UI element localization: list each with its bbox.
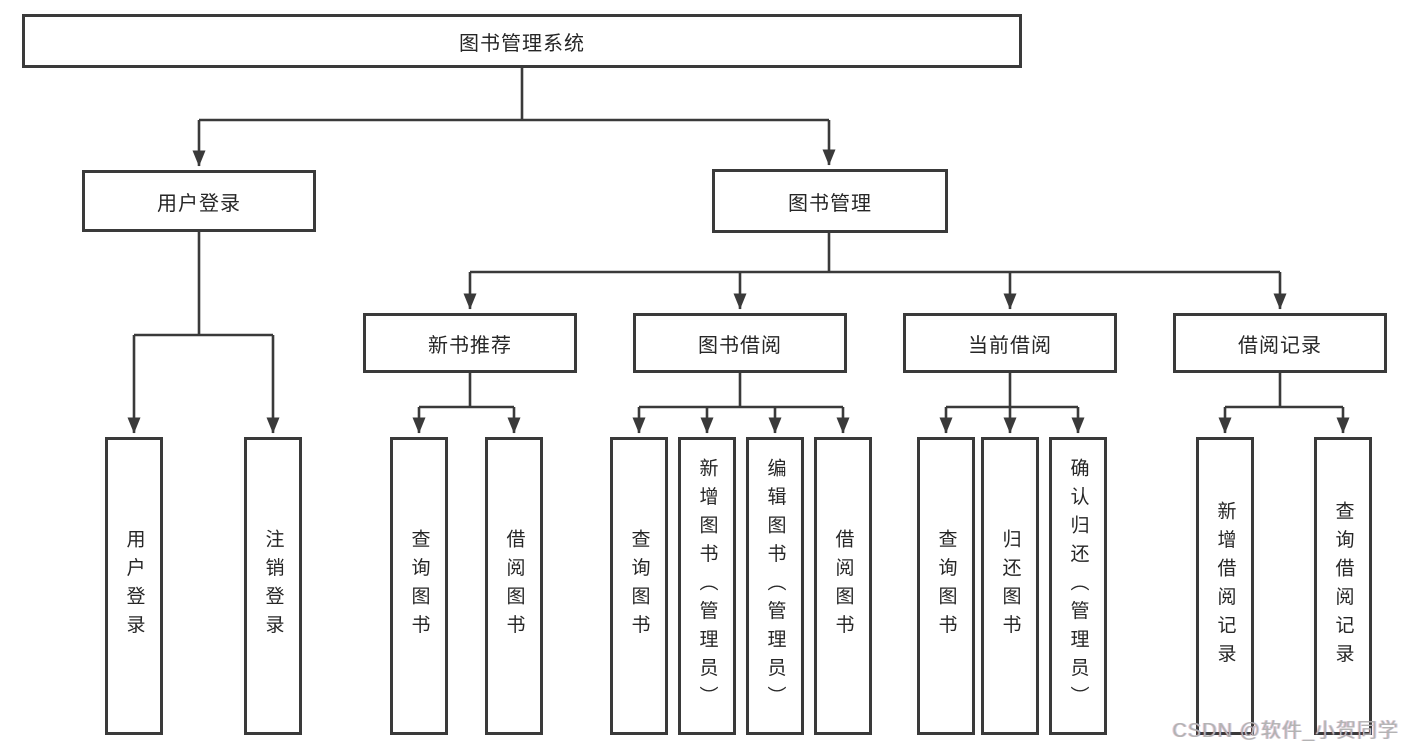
leaf-search-books-recommend-label: 查询图书 — [408, 529, 430, 643]
leaf-return-books: 归还图书 — [981, 437, 1039, 735]
leaf-add-borrow-record-label: 新增借阅记录 — [1214, 500, 1236, 672]
node-new-book-recommend-label: 新书推荐 — [428, 334, 512, 357]
csdn-watermark: CSDN @软件_小贺同学 — [1172, 720, 1399, 742]
leaf-search-books-borrowing: 查询图书 — [610, 437, 668, 735]
leaf-search-books-recommend: 查询图书 — [390, 437, 448, 735]
leaf-search-books-borrowing-label: 查询图书 — [628, 529, 650, 643]
node-user-login-label: 用户登录 — [157, 192, 241, 215]
leaf-borrow-books-recommend-label: 借阅图书 — [503, 529, 525, 643]
node-borrow-records: 借阅记录 — [1173, 313, 1387, 373]
leaf-return-books-label: 归还图书 — [999, 529, 1021, 643]
leaf-search-borrow-record-label: 查询借阅记录 — [1332, 500, 1354, 672]
node-user-login: 用户登录 — [82, 170, 316, 232]
node-book-management: 图书管理 — [712, 169, 948, 233]
leaf-borrow-books-label: 借阅图书 — [832, 529, 854, 643]
leaf-confirm-return-admin-label: 确认归还（管理员） — [1067, 457, 1089, 715]
leaf-borrow-books-recommend: 借阅图书 — [485, 437, 543, 735]
leaf-search-borrow-record: 查询借阅记录 — [1314, 437, 1372, 735]
leaf-search-books-current: 查询图书 — [917, 437, 975, 735]
node-book-management-label: 图书管理 — [788, 192, 872, 215]
leaf-search-books-current-label: 查询图书 — [935, 529, 957, 643]
node-book-borrowing-label: 图书借阅 — [698, 334, 782, 357]
leaf-add-books-admin-label: 新增图书（管理员） — [696, 457, 718, 715]
leaf-user-login-label: 用户登录 — [123, 529, 145, 643]
node-current-borrowing-label: 当前借阅 — [968, 334, 1052, 357]
leaf-add-books-admin: 新增图书（管理员） — [678, 437, 736, 735]
leaf-borrow-books: 借阅图书 — [814, 437, 872, 735]
node-borrow-records-label: 借阅记录 — [1238, 334, 1322, 357]
elbow-lines — [134, 68, 1343, 409]
node-book-borrowing: 图书借阅 — [633, 313, 847, 373]
leaf-edit-books-admin: 编辑图书（管理员） — [746, 437, 804, 735]
node-current-borrowing: 当前借阅 — [903, 313, 1117, 373]
node-new-book-recommend: 新书推荐 — [363, 313, 577, 373]
leaf-add-borrow-record: 新增借阅记录 — [1196, 437, 1254, 735]
node-root-system: 图书管理系统 — [22, 14, 1022, 68]
leaf-logout-label: 注销登录 — [262, 529, 284, 643]
leaf-user-login: 用户登录 — [105, 437, 163, 735]
leaf-edit-books-admin-label: 编辑图书（管理员） — [764, 457, 786, 715]
node-root-label: 图书管理系统 — [459, 32, 585, 55]
leaf-confirm-return-admin: 确认归还（管理员） — [1049, 437, 1107, 735]
leaf-logout: 注销登录 — [244, 437, 302, 735]
